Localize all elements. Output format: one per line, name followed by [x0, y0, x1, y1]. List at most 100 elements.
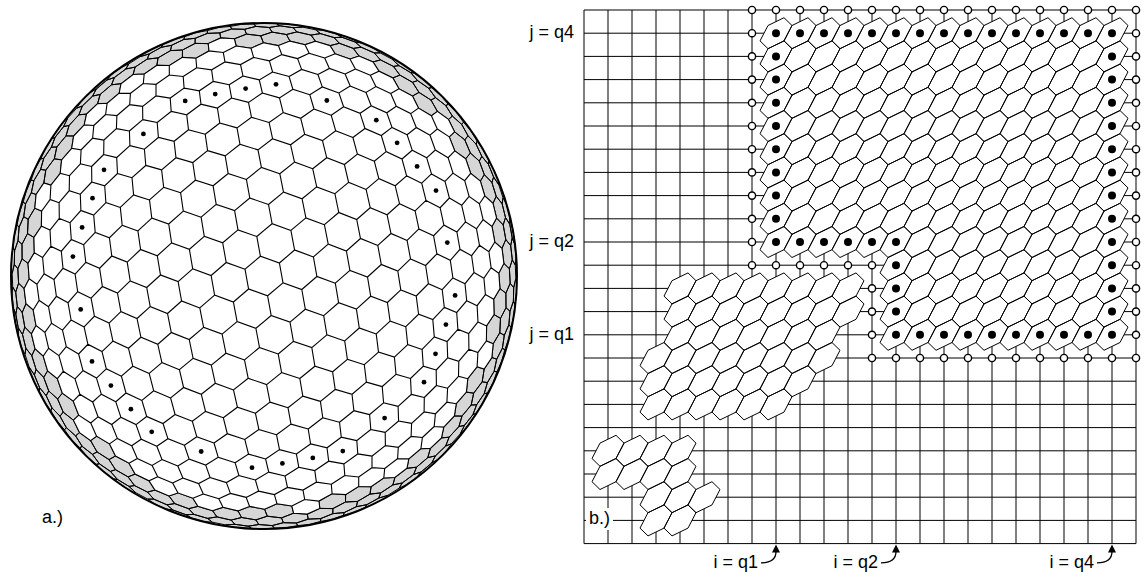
panel-label: b.) [586, 508, 613, 530]
square-grid [584, 10, 1136, 544]
filled-marker [1108, 261, 1116, 269]
pointer-arrow [881, 552, 896, 563]
filled-marker [844, 238, 852, 246]
open-marker [1060, 6, 1067, 13]
filled-marker [868, 29, 876, 37]
open-marker [748, 76, 755, 83]
cell-dot [71, 254, 76, 259]
filled-marker [820, 29, 828, 37]
open-marker [916, 6, 923, 13]
open-marker [868, 262, 875, 269]
cell-dot [445, 240, 450, 245]
cell-dot [444, 322, 449, 327]
filled-marker [820, 238, 828, 246]
open-marker [868, 354, 875, 361]
filled-marker [1060, 331, 1068, 339]
arrowhead [892, 545, 900, 553]
axis-label: i = q4 [1050, 553, 1095, 573]
open-marker [748, 262, 755, 269]
cell-dot [183, 99, 188, 104]
open-marker [964, 6, 971, 13]
open-marker [1132, 285, 1139, 292]
grid-markers [748, 6, 1139, 361]
open-marker [940, 6, 947, 13]
filled-marker [772, 215, 780, 223]
sphere-outline [11, 23, 517, 529]
open-marker [868, 6, 875, 13]
filled-marker [1084, 29, 1092, 37]
filled-marker [1108, 122, 1116, 130]
open-marker [868, 331, 875, 338]
cell-dot [129, 407, 134, 412]
filled-marker [796, 29, 804, 37]
filled-marker [1108, 145, 1116, 153]
open-marker [1132, 6, 1139, 13]
open-marker [772, 6, 779, 13]
sphere-ground [11, 23, 517, 529]
cell-dot [280, 461, 285, 466]
cell-dot [382, 416, 387, 421]
open-marker [964, 354, 971, 361]
filled-marker [1108, 308, 1116, 316]
open-marker [988, 354, 995, 361]
open-marker [1132, 262, 1139, 269]
open-marker [988, 6, 995, 13]
open-marker [748, 6, 755, 13]
open-marker [1132, 238, 1139, 245]
open-marker [748, 53, 755, 60]
open-marker [820, 262, 827, 269]
open-marker [1132, 146, 1139, 153]
open-marker [748, 30, 755, 37]
open-marker [1084, 6, 1091, 13]
open-marker [868, 285, 875, 292]
open-marker [1132, 169, 1139, 176]
cell-dot [78, 307, 83, 312]
cell-dot [374, 118, 379, 123]
axis-label: i = q2 [834, 553, 879, 573]
filled-marker [772, 52, 780, 60]
open-marker [748, 99, 755, 106]
open-marker [868, 308, 875, 315]
open-marker [772, 262, 779, 269]
cell-dot [199, 449, 204, 454]
cell-dot [80, 225, 85, 230]
open-marker [1084, 354, 1091, 361]
open-marker [1036, 354, 1043, 361]
cell-dot [453, 293, 458, 298]
open-marker [1060, 354, 1067, 361]
open-marker [1036, 6, 1043, 13]
filled-marker [988, 29, 996, 37]
filled-marker [1108, 52, 1116, 60]
cell-dot [434, 188, 439, 193]
filled-marker [1108, 168, 1116, 176]
filled-marker [988, 331, 996, 339]
open-marker [1132, 76, 1139, 83]
filled-marker [772, 122, 780, 130]
open-marker [748, 192, 755, 199]
open-marker [748, 122, 755, 129]
filled-marker [772, 192, 780, 200]
filled-marker [892, 261, 900, 269]
open-marker [1132, 331, 1139, 338]
arrowhead [1108, 545, 1116, 553]
open-marker [820, 6, 827, 13]
open-marker [1012, 354, 1019, 361]
filled-marker [1108, 99, 1116, 107]
filled-marker [1012, 331, 1020, 339]
open-marker [1012, 6, 1019, 13]
filled-marker [772, 29, 780, 37]
axis-label: j = q2 [529, 232, 574, 252]
arrowhead [772, 545, 780, 553]
filled-marker [1084, 331, 1092, 339]
axis-label: j = q4 [529, 23, 574, 43]
cell-dot [250, 465, 255, 470]
filled-marker [1108, 238, 1116, 246]
grid-lines [584, 10, 1136, 544]
cell-dot [213, 92, 218, 97]
filled-marker [772, 168, 780, 176]
open-marker [940, 354, 947, 361]
open-marker [916, 354, 923, 361]
axis-label: j = q1 [529, 325, 574, 345]
